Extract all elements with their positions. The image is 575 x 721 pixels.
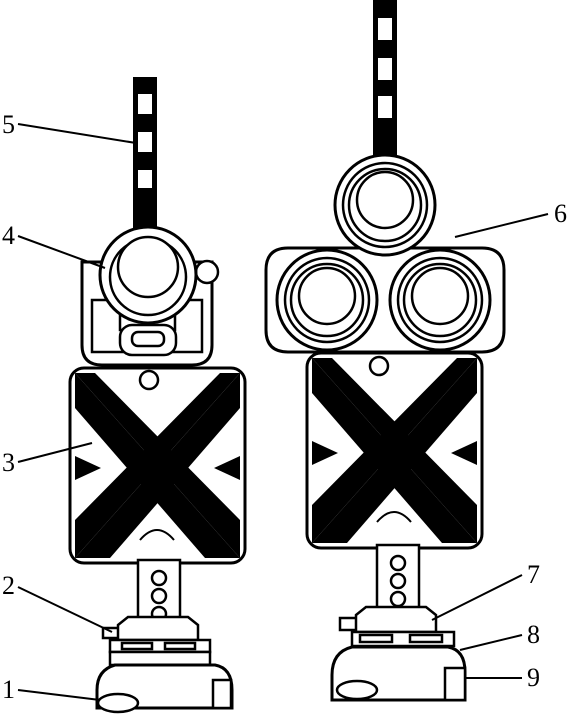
- tribrach-left: [95, 663, 234, 714]
- label-2: 2: [2, 571, 15, 600]
- single-prism-assembly: [68, 77, 247, 714]
- label-9: 9: [527, 663, 540, 692]
- label-8: 8: [527, 620, 540, 649]
- target-rod-left: [133, 77, 157, 245]
- target-rod-right: [373, 0, 397, 172]
- label-7: 7: [527, 560, 540, 589]
- adapter-left: [101, 615, 212, 667]
- target-board-left: [68, 366, 247, 565]
- leader-lines: [17, 123, 549, 701]
- target-board-right: [305, 351, 484, 550]
- triple-prisms: [275, 153, 492, 352]
- label-3: 3: [2, 448, 15, 477]
- stem-right: [375, 543, 421, 617]
- adapter-right: [338, 605, 456, 648]
- label-4: 4: [2, 221, 15, 250]
- triple-prism-assembly: [264, 0, 506, 702]
- label-1: 1: [2, 675, 15, 704]
- label-5: 5: [2, 110, 15, 139]
- number-labels: 1 2 3 4 5 6 7 8 9: [2, 110, 567, 704]
- tribrach-right: [330, 645, 467, 702]
- label-6: 6: [554, 199, 567, 228]
- single-prism: [98, 225, 198, 325]
